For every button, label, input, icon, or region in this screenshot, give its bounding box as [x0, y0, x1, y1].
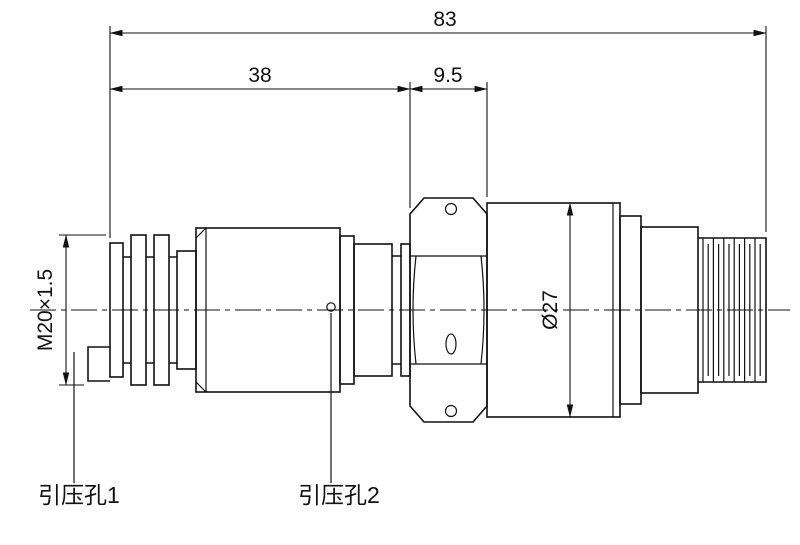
dim-9-5-text: 9.5 — [433, 64, 462, 87]
connector-thread — [698, 237, 767, 383]
dim-38-text: 38 — [248, 64, 271, 87]
dimension-front-length: 38 — [109, 64, 411, 208]
label-pressure-port-1: 引压孔1 — [38, 352, 120, 508]
port1-label-text: 引压孔1 — [38, 482, 120, 508]
electrical-connector — [640, 226, 699, 394]
dim-d27-text: Ø27 — [539, 290, 562, 330]
dimension-thread-spec: M20×1.5 — [34, 234, 106, 386]
hex-center-slot — [445, 333, 457, 355]
dimension-hex-length: 9.5 — [409, 64, 488, 197]
port1-step — [87, 346, 110, 382]
pressure-port-fitting — [87, 234, 197, 386]
hex-top-hole — [444, 202, 458, 216]
dim-83-text: 83 — [433, 8, 456, 31]
hex-bottom-hole — [444, 404, 458, 418]
dimension-body-diameter: Ø27 — [539, 202, 574, 418]
port2-label-text: 引压孔2 — [298, 482, 380, 508]
port2-hole — [326, 302, 336, 312]
dim-m20-text: M20×1.5 — [34, 269, 57, 351]
label-pressure-port-2: 引压孔2 — [298, 313, 380, 508]
dimension-overall-length: 83 — [109, 8, 767, 238]
